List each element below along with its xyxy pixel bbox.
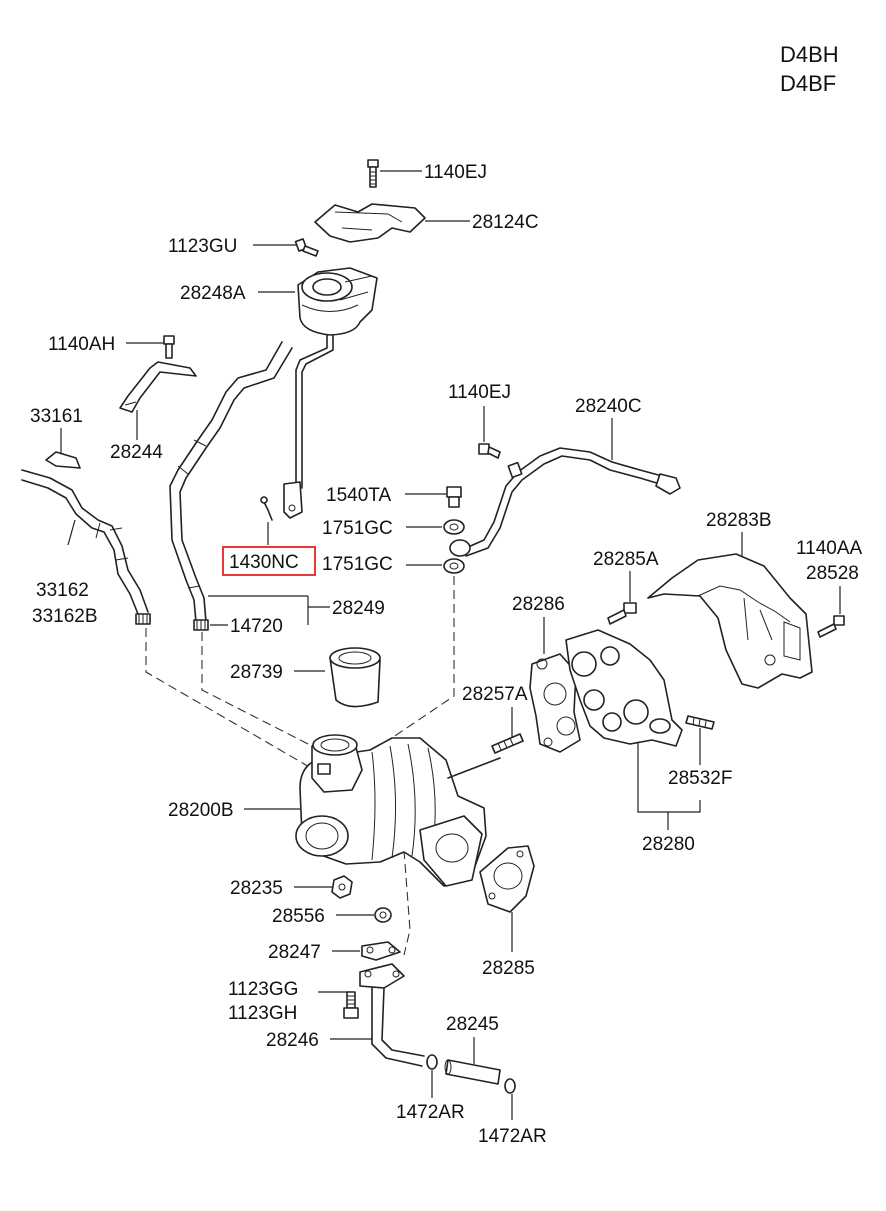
label-1140ah[interactable]: 1140AH	[48, 334, 115, 355]
exhaust-manifold-28280	[565, 629, 683, 747]
label-1751gc-a[interactable]: 1751GC	[322, 518, 393, 539]
label-28257a[interactable]: 28257A	[462, 684, 528, 705]
gasket-28285	[479, 845, 535, 913]
drain-pipe-28246	[359, 963, 425, 1067]
label-28739[interactable]: 28739	[230, 662, 283, 683]
highlight-box-1430nc	[222, 546, 316, 576]
engine-code-d4bh: D4BH	[780, 42, 839, 67]
bolt-1140ah	[163, 335, 175, 359]
label-28283b[interactable]: 28283B	[706, 510, 772, 531]
label-28245[interactable]: 28245	[446, 1014, 499, 1035]
label-28246[interactable]: 28246	[266, 1030, 319, 1051]
label-28556[interactable]: 28556	[272, 906, 325, 927]
bracket-28124c	[314, 203, 426, 243]
washer-1751gc-a	[443, 519, 465, 535]
label-1123gu[interactable]: 1123GU	[168, 236, 237, 257]
washer-1751gc-b	[443, 558, 465, 574]
label-28244[interactable]: 28244	[110, 442, 163, 463]
label-28247[interactable]: 28247	[268, 942, 321, 963]
bolt-1140ej-mid	[478, 443, 501, 459]
label-28249[interactable]: 28249	[332, 598, 385, 619]
clip-1430nc	[260, 496, 273, 521]
label-14720[interactable]: 14720	[230, 616, 283, 637]
label-33162[interactable]: 33162	[36, 580, 89, 601]
label-28285a[interactable]: 28285A	[593, 549, 659, 570]
oil-pipe-28240c	[449, 447, 681, 557]
hose-33162	[21, 469, 151, 625]
label-28285[interactable]: 28285	[482, 958, 535, 979]
gasket-28286	[529, 653, 581, 753]
clip-33161	[45, 451, 81, 469]
label-1140ej-mid[interactable]: 1140EJ	[448, 382, 511, 403]
engine-code-d4bf: D4BF	[780, 71, 836, 96]
label-1430nc[interactable]: 1430NC	[229, 552, 299, 573]
washer-28556	[374, 907, 392, 923]
label-28240c[interactable]: 28240C	[575, 396, 642, 417]
label-1472ar-a[interactable]: 1472AR	[396, 1102, 465, 1123]
bolt-1123gg	[343, 991, 359, 1019]
label-1472ar-b[interactable]: 1472AR	[478, 1126, 547, 1147]
nut-28235	[331, 875, 353, 899]
gasket-28247	[361, 941, 401, 961]
label-1123gh[interactable]: 1123GH	[228, 1003, 297, 1024]
wastegate-actuator-28248a	[283, 267, 378, 519]
bolt-1123gu	[294, 238, 319, 257]
label-33162b[interactable]: 33162B	[32, 606, 98, 627]
label-1140aa[interactable]: 1140AA	[796, 538, 863, 559]
label-1540ta[interactable]: 1540TA	[326, 485, 391, 506]
label-1751gc-b[interactable]: 1751GC	[322, 554, 393, 575]
hose-28245	[444, 1059, 501, 1085]
heat-shield-28283b	[647, 553, 813, 689]
label-28286[interactable]: 28286	[512, 594, 565, 615]
turbocharger-28200b	[295, 734, 501, 887]
stud-28532f	[685, 715, 715, 730]
bracket-28244	[119, 361, 197, 413]
label-28528[interactable]: 28528	[806, 563, 859, 584]
bolt-28528	[817, 615, 845, 638]
bolt-1540ta	[446, 486, 462, 508]
label-1123gg[interactable]: 1123GG	[228, 979, 298, 1000]
label-33161[interactable]: 33161	[30, 406, 83, 427]
label-1140ej-top[interactable]: 1140EJ	[424, 162, 487, 183]
hose-coupling-28739	[329, 647, 381, 708]
clamp-1472ar-b	[504, 1078, 516, 1094]
stud-28257a	[491, 733, 524, 754]
bolt-28285a	[607, 602, 637, 625]
label-28235[interactable]: 28235	[230, 878, 283, 899]
label-28532f[interactable]: 28532F	[668, 768, 732, 789]
label-28200b[interactable]: 28200B	[168, 800, 234, 821]
hose-28249	[169, 341, 293, 631]
label-28280[interactable]: 28280	[642, 834, 695, 855]
label-28124c[interactable]: 28124C	[472, 212, 539, 233]
clamp-1472ar-a	[426, 1054, 438, 1070]
label-28248a[interactable]: 28248A	[180, 283, 246, 304]
bolt-1140ej-top	[367, 159, 379, 188]
